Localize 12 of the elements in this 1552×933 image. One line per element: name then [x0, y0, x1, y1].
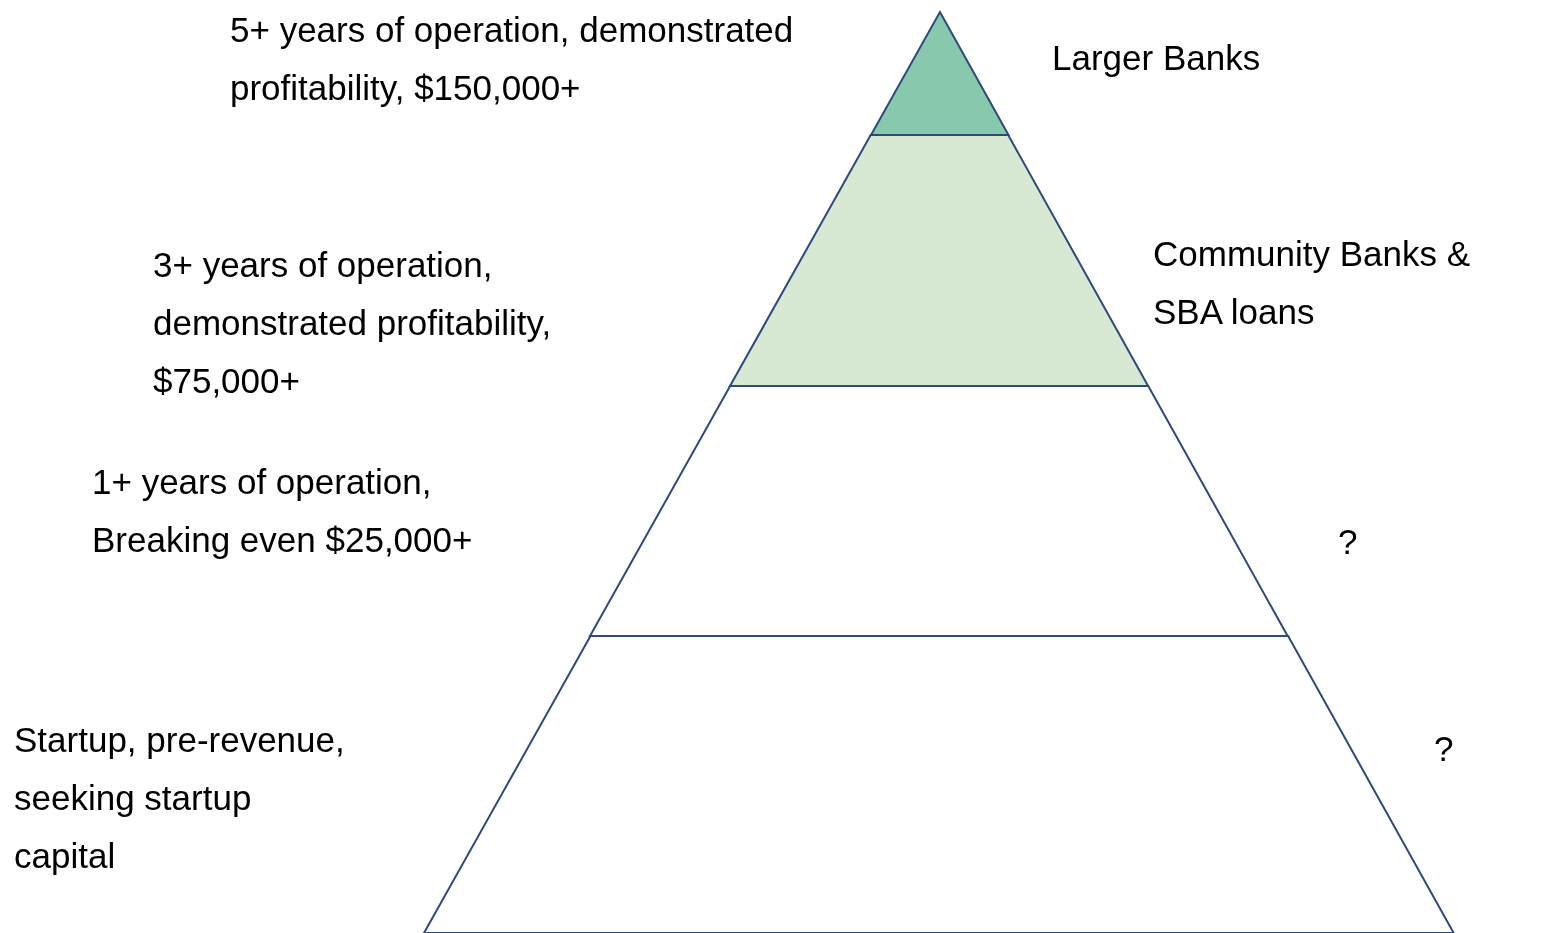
lender-text: ?: [1338, 521, 1359, 563]
pyramid-tier: [590, 386, 1288, 636]
tier-requirement-text: 3+ years of operation, demonstrated profitability, $75,000+: [153, 244, 553, 402]
tier-requirement-text: 1+ years of operation, Breaking even $25,000+: [92, 461, 474, 561]
lender-text: Community Banks & SBA loans: [1153, 233, 1472, 333]
lender-text: ?: [1434, 728, 1455, 770]
lender-text: Larger Banks: [1052, 37, 1262, 79]
tier-requirement-text: Startup, pre-revenue, seeking startup capital: [14, 719, 346, 877]
pyramid-tier: [730, 135, 1149, 386]
pyramid-top-triangle: [871, 12, 1009, 135]
pyramid-tier: [423, 636, 1454, 933]
tier-requirement-text: 5+ years of operation, demonstrated profitability, $150,000+: [230, 9, 795, 109]
